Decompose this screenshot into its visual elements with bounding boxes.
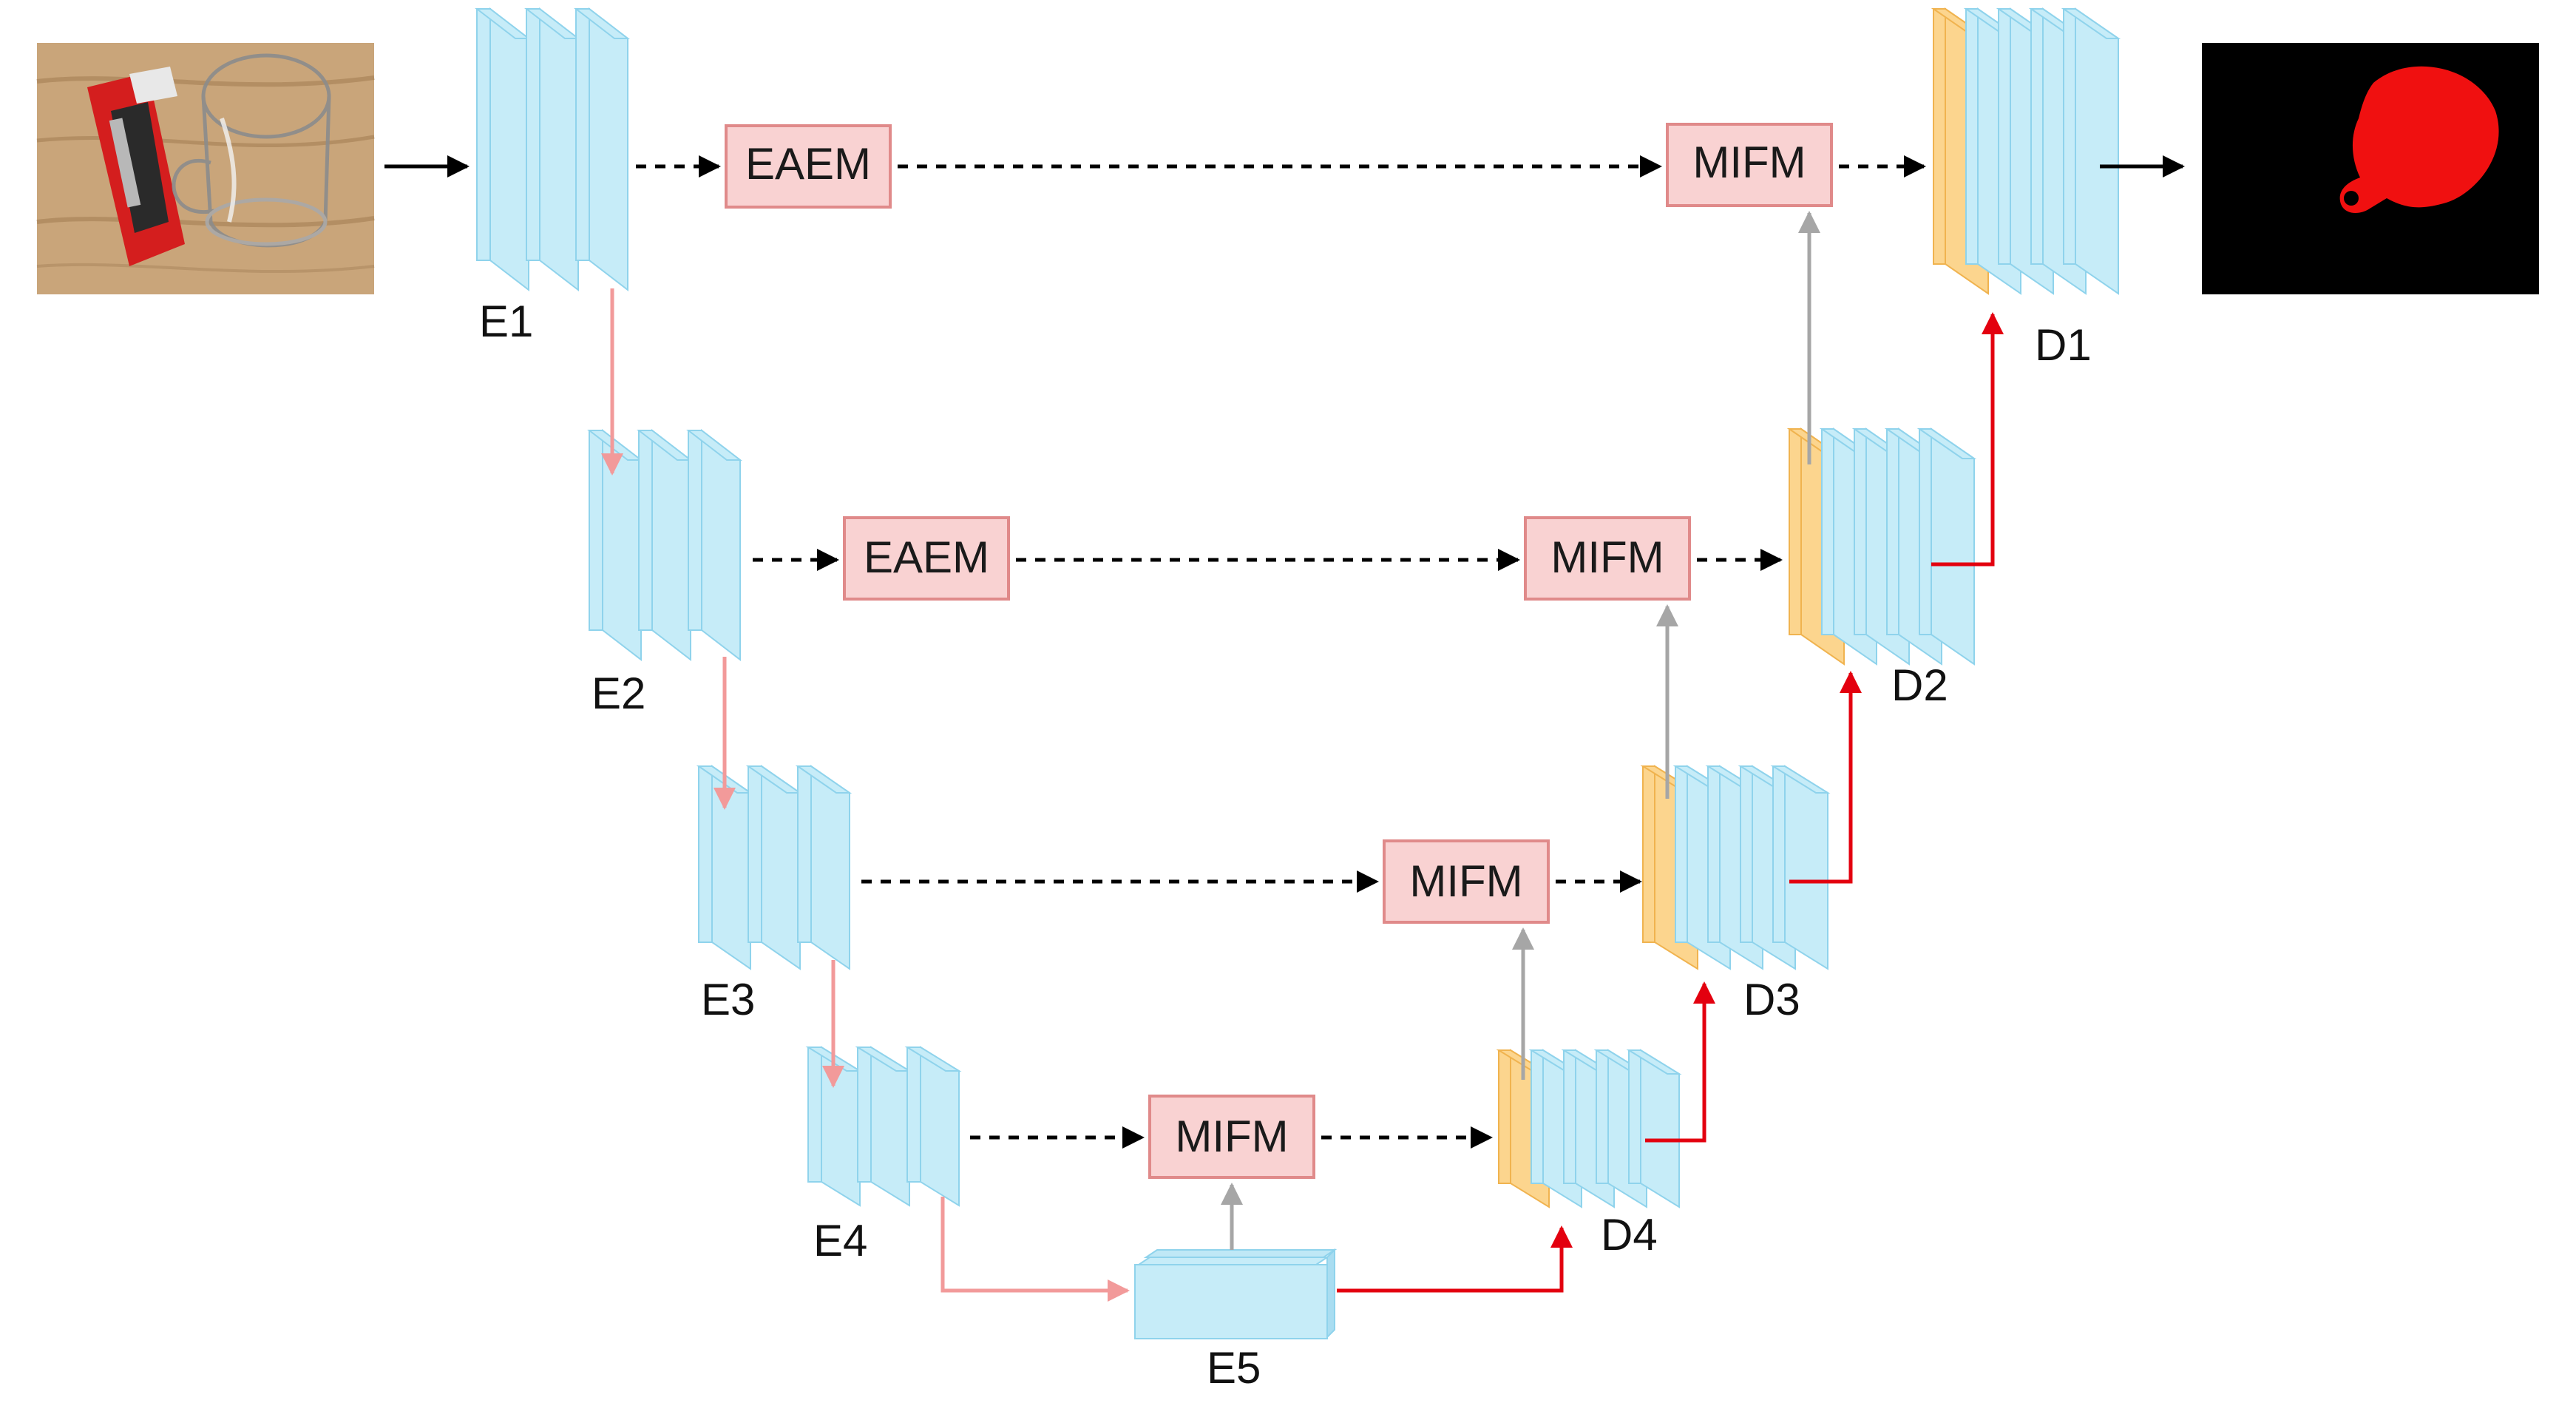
segmentation-mask: [2202, 43, 2539, 294]
encoder-block-e2: [587, 428, 742, 662]
label-d3: D3: [1743, 975, 1800, 1024]
label-d2: D2: [1891, 660, 1948, 710]
mifm-module-1: MIFM: [1666, 123, 1833, 207]
input-photo: [36, 43, 375, 294]
up-arrow-d4-d3: [1645, 981, 1715, 1143]
label-e1: E1: [479, 297, 533, 346]
mifm-module-4: MIFM: [1148, 1095, 1315, 1179]
decoder-block-d1: [1931, 7, 2121, 295]
mifm-label-1: MIFM: [1692, 138, 1806, 187]
eaem-label-2: EAEM: [864, 532, 989, 582]
mifm-module-2: MIFM: [1524, 516, 1691, 601]
up-arrow-d3-d2: [1789, 671, 1862, 884]
encoder-block-e4: [805, 1046, 962, 1207]
encoder-block-e5: [1134, 1248, 1338, 1339]
decoder-block-d4: [1496, 1049, 1682, 1208]
label-d4: D4: [1601, 1210, 1658, 1260]
encoder-block-e1: [475, 7, 630, 292]
mifm-label-3: MIFM: [1409, 856, 1522, 906]
eaem-module-1: EAEM: [725, 124, 892, 209]
up-arrow-e5-d4: [1337, 1225, 1573, 1293]
decoder-block-d3: [1640, 765, 1831, 970]
label-d1: D1: [2035, 320, 2092, 370]
decoder-block-d2: [1786, 427, 1977, 666]
up-arrow-d2-d1: [1931, 312, 2004, 567]
mifm-label-4: MIFM: [1175, 1112, 1288, 1161]
encoder-block-e3: [696, 765, 853, 970]
label-e3: E3: [701, 975, 755, 1024]
label-e5: E5: [1207, 1343, 1261, 1393]
eaem-label-1: EAEM: [745, 139, 871, 189]
eaem-module-2: EAEM: [843, 516, 1010, 601]
label-e4: E4: [813, 1216, 867, 1265]
mifm-label-2: MIFM: [1550, 532, 1664, 582]
label-e2: E2: [592, 669, 645, 718]
mifm-module-3: MIFM: [1383, 839, 1550, 924]
down-arrow-e4-e5: [940, 1197, 1130, 1302]
